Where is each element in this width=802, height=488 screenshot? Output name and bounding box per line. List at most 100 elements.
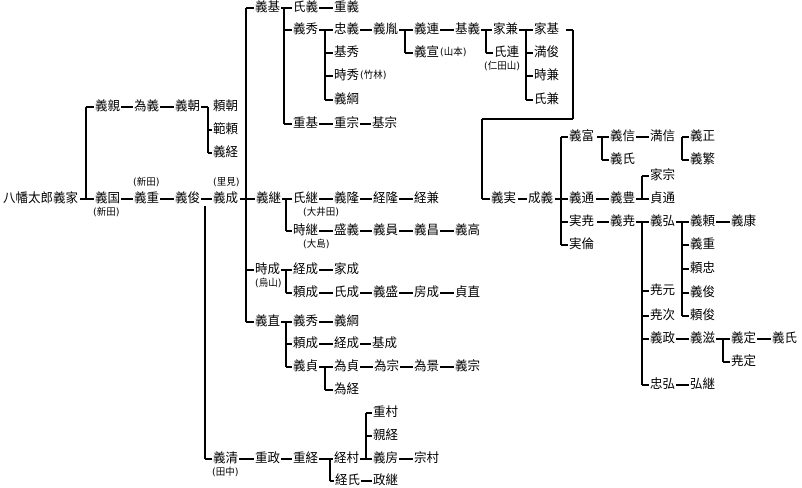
node-yoritada: 頼忠: [689, 260, 717, 275]
node-tamekage: 為景: [413, 358, 441, 373]
node-yoshishige: 義重: [133, 190, 161, 205]
node-tsunenari-a: 経成: [292, 261, 320, 276]
node-yoshiyori: 義頼: [689, 213, 717, 228]
node-munemura: 宗村: [413, 450, 441, 465]
node-tamemune: 為宗: [373, 358, 401, 373]
node-yoshimasa-c: 義政: [649, 330, 677, 345]
node-yoshitsugu: 義継: [255, 190, 283, 205]
node-yoshitsura: 義連: [413, 21, 441, 36]
node-yoshishige-d: 義滋: [689, 330, 717, 345]
node-yoshizane: 義実: [490, 190, 518, 205]
node-fusanari: 房成: [413, 284, 441, 299]
node-motoyoshi: 基義: [454, 21, 482, 36]
node-tsuneuji: 経氏: [334, 472, 362, 487]
node-yoshitomo: 義朝: [174, 98, 202, 113]
node-motohide: 基秀: [333, 44, 361, 59]
node-yoshitaka-a: 義隆: [333, 190, 361, 205]
node-yoshimasa-a: 義昌: [413, 222, 441, 237]
node-yoshisada: 義貞: [292, 358, 320, 373]
node-ujinari: 氏成: [333, 284, 361, 299]
node-tokinari: 時成: [254, 261, 282, 276]
node-tokikane: 時兼: [533, 67, 561, 82]
node-tadayoshi: 忠義: [333, 21, 361, 36]
node-motonari: 基成: [371, 335, 399, 350]
node-iekane: 家兼: [492, 21, 520, 36]
node-mitsunobu: 満信: [649, 128, 677, 143]
node-ujitsugu: 氏継: [292, 190, 320, 205]
node-sadanao: 貞直: [454, 284, 482, 299]
node-ujikane: 氏兼: [533, 91, 561, 106]
node-tsunetaka: 経隆: [372, 190, 400, 205]
note-ooshima: (大島): [303, 239, 330, 250]
node-yoshinari: 義成: [212, 190, 240, 205]
node-takasada: 尭定: [730, 353, 758, 368]
node-yoshichika: 義親: [94, 98, 122, 113]
node-tokitsugu: 時継: [292, 222, 320, 237]
node-yoshiuji-b: 義氏: [771, 330, 799, 345]
node-yoshikuni: 義国: [94, 190, 122, 205]
node-ujiyoshi: 氏義: [292, 0, 320, 14]
node-yoshitoshi: 義俊: [174, 190, 202, 205]
node-hirotsugu: 弘継: [689, 376, 717, 391]
node-yoshikiyo: 義清: [212, 450, 240, 465]
node-yoshitomi: 義富: [568, 128, 596, 143]
node-yoshitsuna-b: 義綱: [333, 313, 361, 328]
node-noriyori: 範頼: [212, 121, 240, 136]
node-yoshinao: 義直: [254, 313, 282, 328]
node-yoshishige-c: 義重: [689, 236, 717, 251]
node-tsunekane: 経兼: [413, 190, 441, 205]
node-masatsugu: 政継: [372, 472, 400, 487]
node-yoritomo: 頼朝: [212, 98, 240, 113]
node-shigetsune: 重経: [292, 450, 320, 465]
node-mitsutoshi: 満俊: [533, 44, 561, 59]
node-yoshiuji: 義氏: [609, 151, 637, 166]
node-tokihide: 時秀: [333, 67, 361, 82]
node-shigemasa: 重政: [254, 450, 282, 465]
node-yoshisada-b: 義定: [730, 330, 758, 345]
node-yoshiyasu: 義康: [730, 213, 758, 228]
node-yoshimichi: 義通: [568, 190, 596, 205]
node-shigemune: 重宗: [333, 115, 361, 130]
node-yoshitoshi-b: 義俊: [689, 284, 717, 299]
node-shigemoto: 重基: [292, 115, 320, 130]
node-yoshihiro: 義弘: [649, 213, 677, 228]
node-tadahiro: 忠弘: [649, 376, 677, 391]
node-nariyoshi: 成義: [527, 190, 555, 205]
node-tameyoshi: 為義: [133, 98, 161, 113]
node-sanenori: 実倫: [568, 236, 596, 251]
node-hachimantaro-yoshiie: 八幡太郎義家: [2, 190, 80, 205]
node-yoshimune: 義宗: [454, 358, 482, 373]
node-yorinari-b: 頼成: [292, 335, 320, 350]
node-yoshitsune: 義経: [212, 144, 240, 159]
note-nitta-above: (新田): [133, 177, 160, 188]
node-yoshimori: 義盛: [372, 284, 400, 299]
node-takatsugu: 尭次: [649, 307, 677, 322]
node-yoshifusa: 義房: [372, 450, 400, 465]
node-iemune: 家宗: [649, 167, 677, 182]
node-yoshihide-b: 義秀: [292, 313, 320, 328]
note-satomi: (里見): [213, 177, 240, 188]
note-nitta-below: (新田): [93, 207, 120, 218]
note-ooi: (大井田): [303, 207, 339, 218]
node-ujitsura: 氏連: [493, 44, 521, 59]
node-shigeyoshi: 重義: [333, 0, 361, 14]
node-yoshikage: 義胤: [372, 21, 400, 36]
note-chikurin: (竹林): [360, 70, 387, 81]
node-iemoto: 家基: [533, 21, 561, 36]
node-yoshikazu: 義員: [372, 222, 400, 237]
note-tanaka: (田中): [212, 467, 239, 478]
node-yoshishige-b: 義繁: [689, 151, 717, 166]
node-yoshihide: 義秀: [292, 21, 320, 36]
node-tamesada: 為貞: [333, 358, 361, 373]
node-yoshinobu: 義信: [609, 128, 637, 143]
node-tsunemura: 経村: [333, 450, 361, 465]
note-torishan: (烏山): [255, 278, 282, 289]
note-yamamoto: (山本): [440, 47, 467, 58]
node-sanetaka: 実尭: [568, 213, 596, 228]
node-yoritoshi: 頼俊: [689, 307, 717, 322]
node-yoshimasa-b: 義正: [689, 128, 717, 143]
node-yoshitoyo: 義豊: [609, 190, 637, 205]
node-tametsune: 為経: [333, 381, 361, 396]
node-yoshimoto: 義基: [254, 0, 282, 14]
node-tsunenari-b: 経成: [333, 335, 361, 350]
